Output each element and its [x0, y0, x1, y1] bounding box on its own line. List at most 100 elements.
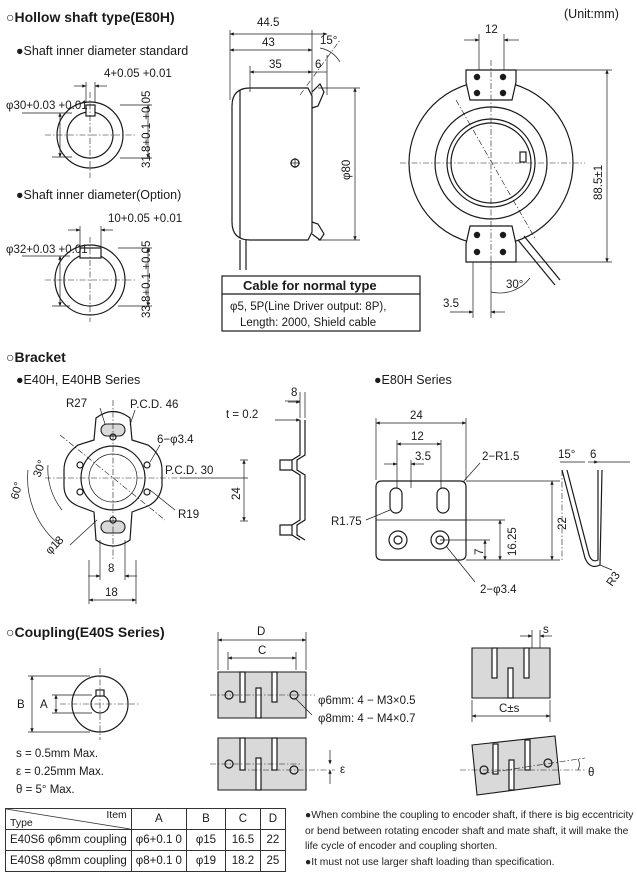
- dim-2-holes: 2−φ3.4: [480, 584, 517, 596]
- tolerance-eps: ε = 0.25mm Max.: [16, 766, 104, 778]
- dim-6: 6: [315, 59, 321, 71]
- coupling-notes: ●When combine the coupling to encoder sh…: [305, 808, 635, 870]
- row-c: 16.5: [224, 829, 261, 851]
- dim-15-deg-right: 15°: [558, 449, 575, 461]
- row-d: 25: [259, 850, 286, 872]
- row-b: φ19: [185, 850, 226, 872]
- dim-24-right: 24: [410, 410, 423, 422]
- dim-phi-80: φ80: [341, 160, 353, 180]
- row-d: 22: [259, 829, 286, 851]
- dim-24-left: 24: [231, 487, 243, 500]
- cable-box: [221, 275, 421, 332]
- bracket-e80h-drawing: [365, 418, 560, 583]
- opt-dia-dim: φ32+0.03 +0.01: [6, 244, 88, 256]
- header-a: A: [130, 808, 187, 830]
- dim-r27: R27: [66, 398, 87, 410]
- dim-2-r1-5: 2−R1.5: [482, 451, 519, 463]
- dim-r3: R3: [605, 570, 623, 589]
- dim-30-deg-bracket: 30°: [32, 459, 49, 479]
- dim-3-5: 3.5: [443, 298, 459, 310]
- header-c: C: [224, 808, 261, 830]
- tolerance-theta: θ = 5° Max.: [16, 784, 75, 796]
- dim-7: 7: [474, 549, 486, 555]
- note-2: ●It must not use larger shaft loading th…: [305, 856, 555, 868]
- unit-label: (Unit:mm): [564, 7, 619, 21]
- row-b: φ15: [185, 829, 226, 851]
- dim-C: C: [258, 645, 266, 657]
- table-corner-cell: Item Type: [5, 808, 132, 830]
- dim-6-holes: 6−φ3.4: [157, 434, 194, 446]
- dim-30-deg: 30°: [506, 279, 523, 291]
- opt-shaft-label: ●Shaft inner diameter(Option): [16, 188, 181, 202]
- table-row: E40S6 φ6mm coupling φ6+0.1 0 φ15 16.5 22: [5, 829, 286, 851]
- table-row: E40S8 φ8mm coupling φ8+0.1 0 φ19 18.2 25: [5, 850, 286, 872]
- dim-theta: θ: [588, 767, 594, 779]
- bracket-left-label: ●E40H, E40HB Series: [16, 373, 140, 387]
- coupling-misalign-eps: [210, 737, 335, 791]
- dim-D: D: [257, 626, 265, 638]
- dim-16-25: 16.25: [507, 527, 519, 556]
- screw-spec-8: φ8mm: 4 − M4×0.7: [318, 713, 416, 725]
- bracket-section-title: ○Bracket: [6, 349, 66, 365]
- coupling-misalign-theta: [460, 735, 586, 796]
- header-item: Item: [106, 809, 127, 821]
- note-1: ●When combine the coupling to encoder sh…: [305, 810, 634, 852]
- table-header-row: Item Type A B C D: [5, 808, 286, 830]
- opt-height-dim: 33.8+0.1 +0.05: [141, 241, 153, 318]
- bracket-e40h-drawing: [27, 400, 248, 604]
- coupling-front-view: [210, 632, 315, 719]
- dim-35: 35: [269, 59, 282, 71]
- header-type: Type: [10, 817, 33, 829]
- dim-8-side: 8: [291, 387, 297, 399]
- dim-thickness: t = 0.2: [226, 409, 258, 421]
- dim-r1-75: R1.75: [331, 516, 362, 528]
- encoder-front-view: [400, 34, 612, 318]
- dim-22: 22: [557, 517, 569, 530]
- bracket-right-label: ●E80H Series: [374, 373, 452, 387]
- screw-spec-6: φ6mm: 4 − M3×0.5: [318, 695, 416, 707]
- coupling-section-title: ○Coupling(E40S Series): [6, 624, 165, 640]
- dim-A: A: [40, 699, 48, 711]
- row-c: 18.2: [224, 850, 261, 872]
- dim-12: 12: [485, 24, 498, 36]
- dim-8: 8: [108, 563, 114, 575]
- dim-6-right: 6: [590, 449, 596, 461]
- dim-88-5: 88.5±1: [593, 165, 605, 200]
- dim-18: 18: [105, 587, 118, 599]
- row-type: E40S6 φ6mm coupling: [5, 829, 132, 851]
- row-a: φ6+0.1 0: [130, 829, 187, 851]
- cable-line-1: φ5, 5P(Line Driver output: 8P),: [230, 301, 386, 313]
- row-type: E40S8 φ8mm coupling: [5, 850, 132, 872]
- dim-pcd30: P.C.D. 30: [165, 465, 213, 477]
- dim-3-5-right: 3.5: [415, 451, 431, 463]
- bracket-e80h-side: [560, 460, 630, 571]
- tolerance-s: s = 0.5mm Max.: [16, 748, 98, 760]
- cable-title: Cable for normal type: [243, 278, 377, 293]
- dim-15-deg: 15°: [320, 35, 337, 47]
- header-b: B: [185, 808, 226, 830]
- opt-key-dim: 10+0.05 +0.01: [108, 213, 182, 225]
- coupling-misalign-s: [471, 630, 552, 722]
- std-key-dim: 4+0.05 +0.01: [104, 68, 172, 80]
- dim-44-5: 44.5: [257, 17, 279, 29]
- cable-line-2: Length: 2000, Shield cable: [240, 317, 376, 329]
- hollow-section-title: ○Hollow shaft type(E80H): [6, 9, 175, 25]
- std-shaft-drawing: [22, 82, 152, 178]
- dim-12-right: 12: [411, 431, 424, 443]
- dim-r19: R19: [178, 509, 199, 521]
- header-d: D: [259, 808, 286, 830]
- std-shaft-label: ●Shaft inner diameter standard: [16, 44, 188, 58]
- dim-B: B: [17, 699, 25, 711]
- dim-60-deg: 60°: [9, 481, 25, 501]
- std-height-dim: 31.8+0.1 +0.05: [141, 91, 153, 168]
- std-dia-dim: φ30+0.03 +0.01: [6, 100, 88, 112]
- coupling-end-view: [28, 668, 140, 740]
- dim-C-pm-s: C±s: [499, 703, 520, 715]
- bracket-e40h-side: [275, 392, 306, 541]
- dim-s: s: [543, 624, 549, 636]
- opt-shaft-drawing: [22, 226, 152, 322]
- coupling-spec-table: Item Type A B C D E40S6 φ6mm coupling φ6…: [5, 808, 286, 872]
- encoder-side-view: [229, 30, 360, 270]
- row-a: φ8+0.1 0: [130, 850, 187, 872]
